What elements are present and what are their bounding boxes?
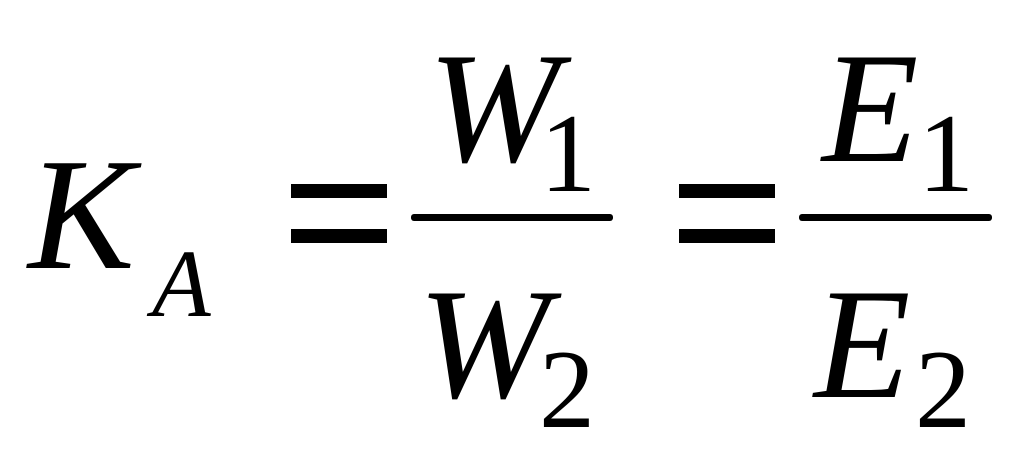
fraction-1-numerator-symbol: W — [428, 21, 560, 196]
equals-bar-bottom — [679, 229, 775, 243]
equals-bar-top — [679, 184, 775, 198]
fraction-1-denominator-symbol: W — [418, 257, 550, 432]
fraction-2-numerator-subscript: 1 — [918, 92, 974, 216]
lhs-subscript: A — [152, 230, 211, 337]
equals-sign-2 — [679, 184, 775, 270]
lhs-symbol: K — [28, 125, 135, 303]
fraction-1-numerator-subscript: 1 — [540, 92, 596, 216]
equals-bar-top — [291, 184, 387, 198]
fraction-2-numerator-symbol: E — [822, 21, 919, 196]
equals-bar-bottom — [291, 229, 387, 243]
fraction-2-bar — [799, 214, 992, 221]
fraction-1-denominator-subscript: 2 — [539, 328, 595, 452]
fraction-2-denominator-subscript: 2 — [915, 328, 971, 452]
equals-sign-1 — [291, 184, 387, 270]
fraction-1-bar — [411, 214, 613, 221]
fraction-2-denominator-symbol: E — [814, 257, 911, 432]
